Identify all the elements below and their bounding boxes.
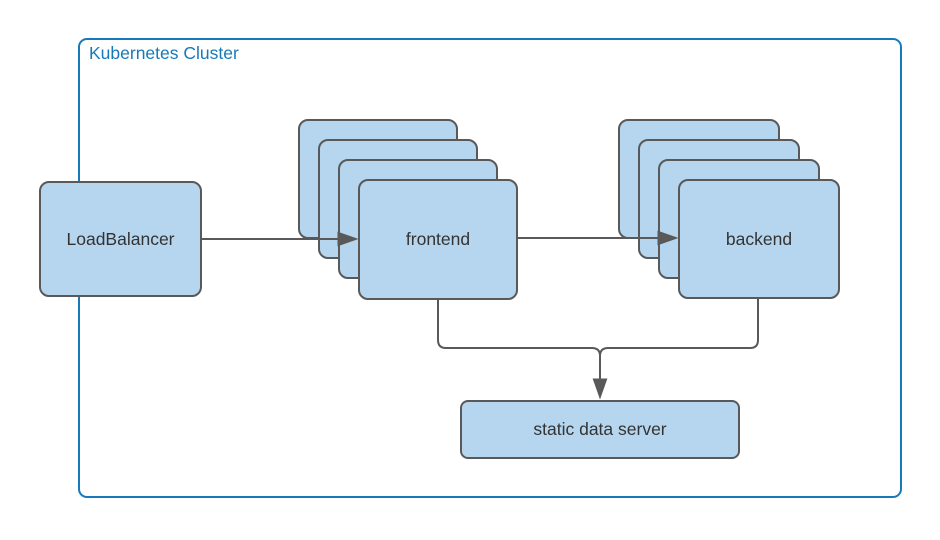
cluster-label: Kubernetes Cluster [89, 43, 239, 63]
node-frontend: frontend [358, 179, 518, 300]
node-load-balancer: LoadBalancer [39, 181, 202, 297]
node-frontend-label: frontend [405, 229, 471, 249]
node-backend-label: backend [725, 228, 793, 249]
node-static-data-server: static data server [460, 400, 740, 459]
node-static-data-server-label: static data server [533, 419, 667, 439]
node-backend: backend [678, 179, 840, 299]
node-load-balancer-label: LoadBalancer [66, 228, 175, 249]
